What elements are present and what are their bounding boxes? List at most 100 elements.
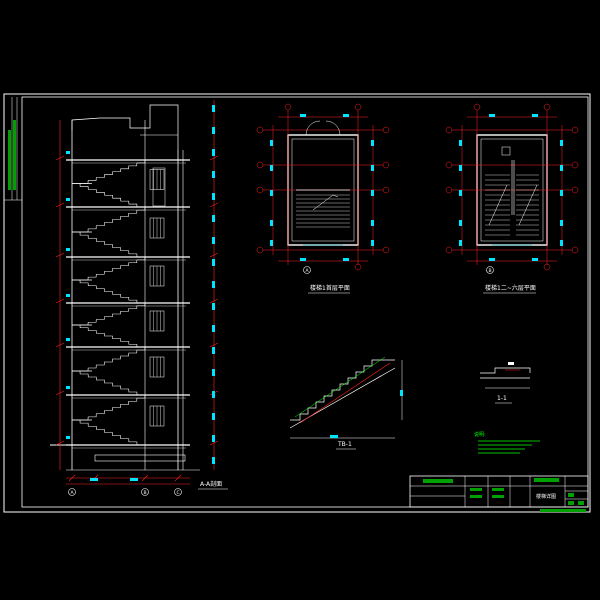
section-stair-flight-up bbox=[80, 346, 153, 372]
section-stair-flight-up bbox=[80, 159, 153, 184]
section-roof-outline bbox=[71, 104, 179, 150]
plan-ground-axis-bubble bbox=[256, 161, 264, 169]
plan-ground-dim-value bbox=[270, 190, 273, 196]
inner-frame bbox=[21, 96, 589, 508]
title-block-drawing-name: 楼梯详图 bbox=[536, 493, 556, 500]
plan-ground-dim-value bbox=[371, 220, 374, 226]
plan-ground-dim-value bbox=[270, 165, 273, 171]
plan-upper-break-line bbox=[488, 184, 508, 226]
sheet-border bbox=[3, 93, 591, 513]
section-stair-flight-down bbox=[72, 370, 145, 396]
plan-ground-axis-bubble bbox=[284, 103, 292, 111]
section-dim-tick bbox=[55, 202, 65, 208]
stair-slab-tb1 bbox=[289, 356, 403, 439]
section-dim-tick bbox=[55, 155, 65, 161]
plan-ground-dim-value bbox=[371, 190, 374, 196]
section-level-mark bbox=[212, 127, 215, 134]
plan-upper-axis-bubble bbox=[473, 103, 481, 111]
section-elev-mark bbox=[66, 248, 70, 251]
section-title: A-A剖面 bbox=[200, 480, 222, 488]
plan-upper-dim-value bbox=[532, 258, 538, 261]
section-level-mark bbox=[212, 215, 215, 222]
plan-upper-axis-bubble bbox=[543, 263, 551, 271]
section-dim-value bbox=[90, 478, 98, 481]
plan-upper-dim-value bbox=[459, 190, 462, 196]
plan-upper-axis-b: B bbox=[486, 266, 494, 274]
section-level-mark bbox=[212, 171, 215, 178]
plan-upper-axis-bubble bbox=[571, 126, 579, 134]
section-level-mark bbox=[212, 391, 215, 398]
section-level-mark bbox=[212, 457, 215, 464]
plan-ground-dim-value bbox=[371, 140, 374, 146]
section-dim-tick bbox=[209, 202, 219, 208]
plan-upper-dim-value bbox=[560, 220, 563, 226]
detail-1-1 bbox=[480, 362, 531, 389]
section-dim-tick bbox=[209, 155, 219, 161]
section-level-mark bbox=[212, 369, 215, 376]
section-dim-tick bbox=[55, 298, 65, 304]
section-dim-tick bbox=[209, 440, 219, 446]
svg-text:B: B bbox=[489, 268, 492, 274]
plan-ground-axis-bubble bbox=[354, 103, 362, 111]
plan-upper-axis-bubble bbox=[445, 126, 453, 134]
section-dim-tick bbox=[209, 252, 219, 258]
section-level-mark bbox=[212, 193, 215, 200]
section-stair-flight-down bbox=[72, 231, 145, 258]
section-level-mark bbox=[212, 413, 215, 420]
section-level-mark bbox=[212, 149, 215, 156]
section-stair-flight-up bbox=[80, 206, 153, 233]
section-level-mark bbox=[212, 303, 215, 310]
section-dim-tick bbox=[55, 440, 65, 446]
tb1-rebar-top bbox=[294, 356, 386, 418]
title-block bbox=[409, 475, 589, 508]
plan-upper-dim-value bbox=[459, 165, 462, 171]
section-dim-tick bbox=[209, 342, 219, 348]
detail-title: 1-1 bbox=[497, 395, 507, 402]
plan-upper-dim-value bbox=[489, 114, 495, 117]
plan-upper-axis-bubble bbox=[445, 161, 453, 169]
plan-ground-axis-bubble bbox=[382, 161, 390, 169]
plan-upper-axis-bubble bbox=[445, 246, 453, 254]
plan-ground-axis-bubble bbox=[256, 186, 264, 194]
tb1-title: TB-1 bbox=[337, 441, 352, 448]
tb1-dim-value bbox=[330, 435, 338, 438]
plan-ground-dim-value bbox=[371, 240, 374, 246]
tb1-rebar bbox=[299, 362, 391, 424]
section-dim-tick bbox=[55, 252, 65, 258]
svg-text:C: C bbox=[177, 490, 180, 496]
plan-upper-axis-bubble bbox=[445, 186, 453, 194]
plan-upper-dim-value bbox=[560, 165, 563, 171]
section-elev-mark bbox=[66, 151, 70, 154]
plan-upper-axis-bubble bbox=[543, 103, 551, 111]
plan-ground-dim-value bbox=[343, 258, 349, 261]
plan-upper-dim-value bbox=[560, 140, 563, 146]
detail-profile bbox=[480, 367, 531, 374]
svg-text:B: B bbox=[144, 490, 147, 496]
plan-ground-arrow bbox=[312, 194, 339, 211]
notes-lines bbox=[478, 440, 540, 454]
plan-upper-dim-value bbox=[459, 140, 462, 146]
plan-upper-dim-value bbox=[560, 190, 563, 196]
section-elev-mark bbox=[66, 338, 70, 341]
plan-upper-dim-value bbox=[459, 240, 462, 246]
plan-ground-door-swing bbox=[305, 120, 321, 136]
section-level-mark bbox=[212, 281, 215, 288]
plan-ground-title: 楼梯1首层平面 bbox=[310, 284, 350, 292]
section-dim-bottom-tick bbox=[141, 474, 149, 482]
plan-upper-shaft bbox=[501, 146, 511, 156]
plan-upper-dim-value bbox=[459, 220, 462, 226]
section-dim-tick bbox=[55, 342, 65, 348]
svg-text:A: A bbox=[306, 268, 310, 274]
plan-ground-dim-value bbox=[300, 258, 306, 261]
plan-upper-dim-value bbox=[532, 114, 538, 117]
section-stair-flight-up bbox=[80, 394, 153, 421]
plan-ground-axis-bubble bbox=[256, 126, 264, 134]
plan-upper-title: 楼梯1二~六层平面 bbox=[485, 284, 536, 292]
svg-text:A: A bbox=[71, 490, 75, 496]
plan-ground-door-swing bbox=[325, 120, 341, 136]
section-dim-bottom-tick bbox=[68, 474, 76, 482]
plan-ground-axis-bubble bbox=[382, 126, 390, 134]
plan-ground-dim-value bbox=[270, 140, 273, 146]
section-elev-mark bbox=[66, 386, 70, 389]
